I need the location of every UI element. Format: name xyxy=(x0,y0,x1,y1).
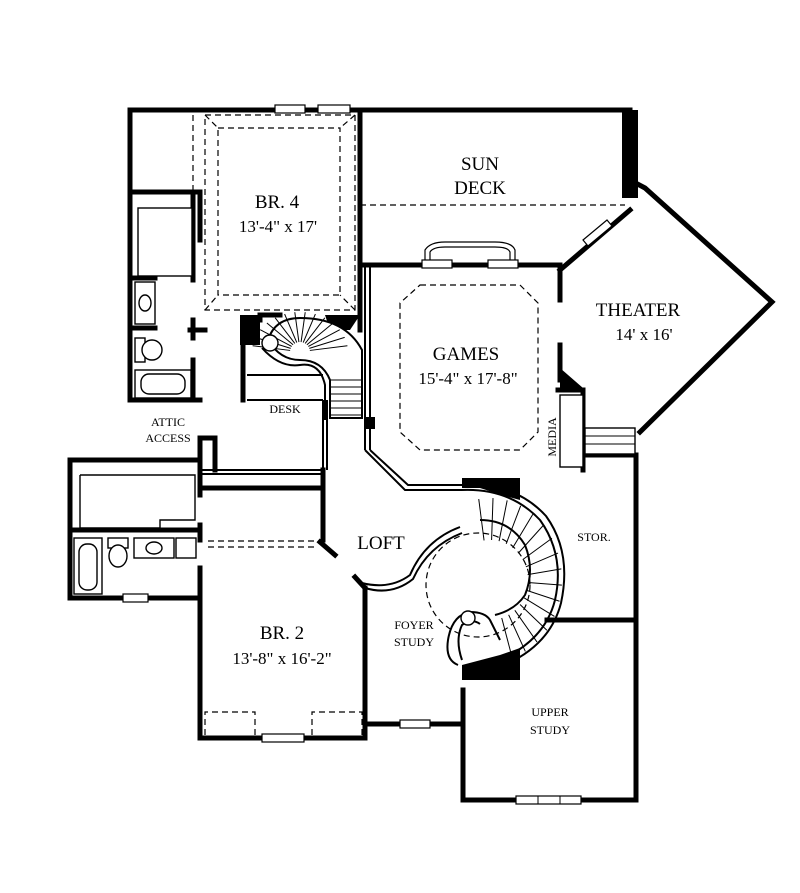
upper-spiral-stair xyxy=(252,312,363,420)
windows xyxy=(122,104,613,805)
br2-size: 13'-8" x 16'-2" xyxy=(232,649,331,668)
stair-tread xyxy=(508,614,526,652)
stair-tread xyxy=(302,313,316,343)
attic-line1: ATTIC xyxy=(151,415,185,429)
upper-study-line2: STUDY xyxy=(530,723,570,737)
stair-tread xyxy=(527,582,562,586)
stair-tread xyxy=(309,345,348,351)
br4-name: BR. 4 xyxy=(255,192,300,213)
stair-tread xyxy=(517,524,544,554)
interior-walls xyxy=(67,189,639,741)
room-labels: BR. 4 13'-4" x 17' SUN DECK THEATER 14' … xyxy=(145,154,680,737)
stair-tread xyxy=(498,500,508,542)
curved-stair xyxy=(361,483,566,673)
stair-tread xyxy=(304,317,326,344)
railings xyxy=(200,265,636,491)
stair-tread xyxy=(306,322,334,346)
attic-line2: ACCESS xyxy=(145,431,190,445)
ceiling-dashes xyxy=(192,114,625,735)
stair-tread xyxy=(284,313,298,343)
stair-tread xyxy=(526,589,560,602)
stair-tread xyxy=(519,604,548,631)
loft-name: LOFT xyxy=(357,533,405,554)
stair-tread xyxy=(527,568,562,576)
sun-deck-line2: DECK xyxy=(454,178,506,199)
theater-size: 14' x 16' xyxy=(615,325,672,344)
stair-tread xyxy=(514,609,538,643)
sun-deck-line1: SUN xyxy=(461,154,499,175)
stair-tread xyxy=(522,537,553,561)
stair-tread xyxy=(308,329,341,347)
solid-wall-blocks xyxy=(240,110,638,680)
desk-label: DESK xyxy=(269,402,301,416)
games-name: GAMES xyxy=(433,344,500,365)
theater-name: THEATER xyxy=(596,300,681,321)
stair-tread xyxy=(525,552,559,568)
br2-name: BR. 2 xyxy=(260,623,304,644)
stair-tread xyxy=(266,322,294,346)
stair-tread xyxy=(501,617,513,659)
stair-tread xyxy=(491,498,494,541)
stair-tread xyxy=(512,513,534,549)
bath-fixtures xyxy=(73,207,197,595)
stair-tread xyxy=(505,505,522,544)
stair-tread xyxy=(274,317,296,344)
foyer-study-line2: STUDY xyxy=(394,635,434,649)
stair-tread xyxy=(478,498,485,541)
stair-tread xyxy=(523,597,555,617)
stair-tread xyxy=(300,312,306,343)
foyer-study-line1: FOYER xyxy=(394,618,433,632)
games-size: 15'-4" x 17'-8" xyxy=(418,369,517,388)
stair-tread xyxy=(294,312,300,343)
stor-label: STOR. xyxy=(577,530,610,544)
upper-study-line1: UPPER xyxy=(531,705,568,719)
br4-size: 13'-4" x 17' xyxy=(239,217,317,236)
media-label: MEDIA xyxy=(545,417,559,457)
stair-tread xyxy=(309,336,345,349)
